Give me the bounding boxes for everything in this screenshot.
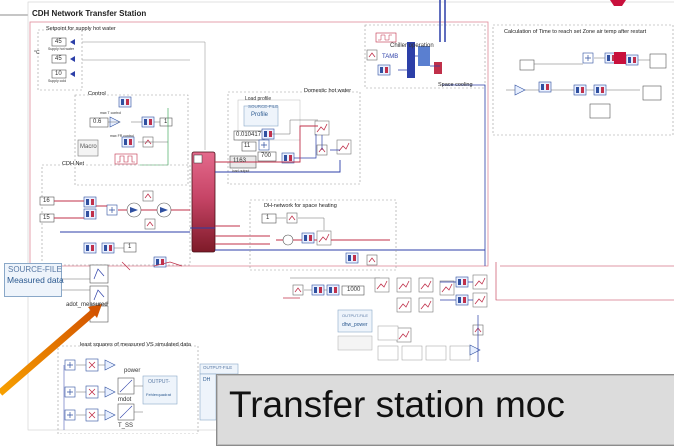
dhw-value-d: 1163 [233,158,246,164]
control-value-a: 0.6 [93,119,101,125]
tamb-label: TAMB [382,54,398,60]
dh-value-a: 1 [266,215,269,221]
top-marker [610,0,626,6]
net-value-a: 16 [43,198,50,204]
source-file-label: SOURCE-FILE [8,265,62,274]
profile-source-label: SOURCE-FILE [248,104,278,109]
caption-text: Transfer station moc [229,384,565,426]
group-title-dhw: Domestic hot water [304,88,351,94]
dhw-power-label: dhw_power [342,322,368,328]
group-title-dh-network: DH-network for space heating [264,203,337,209]
mdot-label: mdot [118,397,131,403]
power-label: power [124,368,140,374]
net-value-c: 1 [128,244,131,250]
dhw-value-c: 700 [261,153,271,159]
control-value-b: 1 [164,119,167,125]
max-t-label: max T control [100,111,121,115]
group-title-calc: Calculation of Time to reach set Zone ai… [504,29,646,35]
storage-tank [192,152,215,252]
group-title-cdh-net: CDH Net [62,161,84,167]
group-title-control: Control [88,91,106,97]
output-label: OUTPUT- [148,379,170,385]
dh-label: DH [203,377,210,383]
unit-c: °C [34,50,40,56]
setpoint-3-value: 10 [55,71,62,77]
dhw-value-b: 11 [244,143,250,149]
output-file-label: OUTPUT-FILE [203,365,232,370]
supply-hot-water-label: Supply hot water [48,47,74,51]
outer-frame [28,2,674,430]
dhw-value-a: 0.010417 [236,132,261,138]
profile-label: Profile [251,112,268,118]
supply-cold-label: Supply cold [48,79,66,83]
adot-measured-label: adot_measured [66,302,108,308]
chiller-label: Chiller operation [390,43,434,49]
load-profile-label: Load profile [245,96,271,102]
setpoint-1-value: 45 [55,39,62,45]
output-sub-label: Fehlerquadrat [146,392,171,397]
dhw-power-output-label: OUTPUT-FILE [342,313,368,318]
measured-data-label: Measured data [7,275,64,285]
t-ss-label: T_SS [118,423,133,429]
max-fr-label: max FR control [110,134,134,138]
diagram-title: CDH Network Transfer Station [32,9,146,18]
group-title-least-squares: least squares of measured VS simulated d… [80,342,191,348]
net-value-b: 15 [43,215,50,221]
setpoint-2-value: 45 [55,56,62,62]
dh-value-b: 1000 [347,287,360,293]
group-title-space-cooling: Space cooling [438,82,473,88]
load-output-label: load output [232,169,249,173]
diagram-canvas [0,0,674,434]
macro-label: Macro [80,144,97,150]
highlight-arrow [0,310,96,393]
group-calc [493,25,673,135]
group-title-setpoint: Setpoint for supply hot water [46,26,116,32]
